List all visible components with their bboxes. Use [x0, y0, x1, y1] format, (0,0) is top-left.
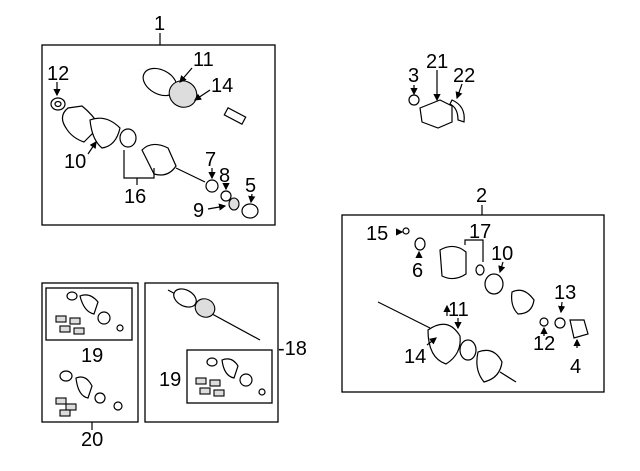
callout-22[interactable]: 22 [453, 65, 475, 87]
assembly-18-group: 19 -18 [144, 282, 307, 423]
callout-3[interactable]: 3 [408, 65, 419, 87]
boot-kit-20-group: 19 20 [41, 282, 139, 451]
callout-9[interactable]: 9 [193, 200, 204, 222]
callout-21[interactable]: 21 [426, 51, 448, 73]
kit-19-box [186, 349, 273, 404]
callout-17[interactable]: 17 [469, 221, 491, 243]
callout-8[interactable]: 8 [219, 165, 230, 187]
axle-shaft-part[interactable] [138, 63, 247, 127]
boot-kit-parts[interactable] [55, 370, 123, 417]
callout-4[interactable]: 4 [570, 356, 581, 378]
boot-part[interactable] [61, 105, 101, 143]
callout-11[interactable]: 11 [193, 49, 214, 71]
callout-1[interactable]: 1 [154, 13, 165, 35]
callout-13[interactable]: 13 [554, 282, 576, 304]
kit-19-box [45, 287, 133, 341]
callout-12[interactable]: 12 [47, 63, 69, 85]
callout-11b[interactable]: 11 [448, 299, 469, 321]
callout-2[interactable]: 2 [476, 185, 487, 207]
callout-19b[interactable]: 19 [159, 369, 181, 391]
bearing-part[interactable] [449, 99, 465, 123]
bracket-part[interactable] [419, 99, 453, 129]
boot-kit-parts[interactable] [195, 357, 266, 397]
callout-5[interactable]: 5 [245, 175, 256, 197]
bracket-group: 3 21 22 [408, 51, 475, 129]
assembly-2-group: 2 15 17 10 6 11 14 13 12 [341, 185, 605, 393]
callout-10b[interactable]: 10 [491, 243, 513, 265]
assembly-2-box [341, 214, 605, 393]
kit-20-box [41, 282, 139, 423]
callout-16[interactable]: 16 [124, 186, 146, 208]
callout-20[interactable]: 20 [81, 429, 103, 451]
axle-shaft-part[interactable] [167, 285, 261, 341]
clip-part[interactable] [408, 94, 420, 106]
callout-12b[interactable]: 12 [533, 333, 555, 355]
boot-kit-parts[interactable] [55, 291, 124, 335]
callout-7[interactable]: 7 [205, 149, 216, 171]
assembly-1-group: 1 12 11 14 10 [41, 13, 276, 226]
callout-15[interactable]: 15 [366, 223, 388, 245]
callout-18[interactable]: -18 [278, 338, 307, 360]
callout-19[interactable]: 19 [81, 345, 103, 367]
assembly-1-box [41, 44, 276, 226]
assembly-18-box [144, 282, 279, 423]
callout-6[interactable]: 6 [412, 260, 423, 282]
axle-shaft-part[interactable] [377, 301, 517, 383]
callout-10[interactable]: 10 [64, 151, 86, 173]
housing-part[interactable] [439, 245, 467, 280]
callout-14[interactable]: 14 [211, 75, 233, 97]
callout-14b[interactable]: 14 [404, 346, 426, 368]
cv-joint-part[interactable] [141, 143, 206, 183]
